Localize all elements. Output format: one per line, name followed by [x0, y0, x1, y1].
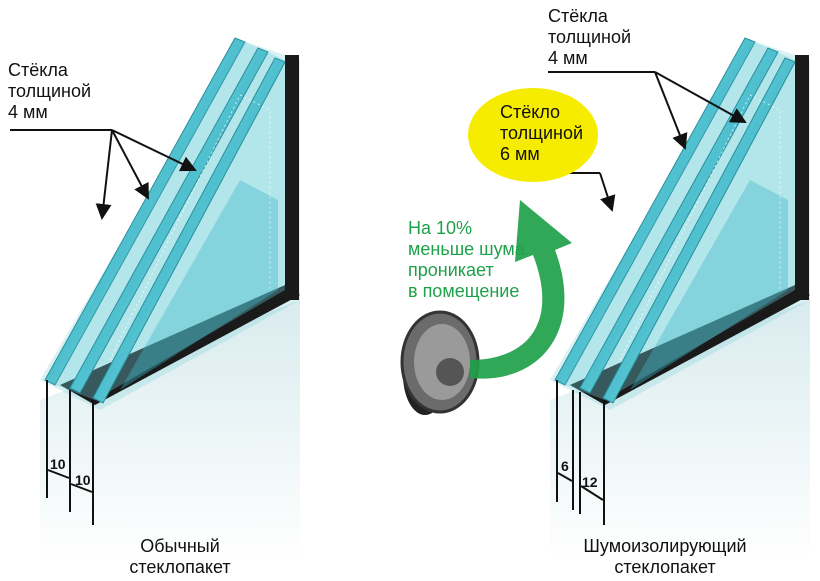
right-glass-label: Стёкла толщиной 4 мм	[548, 6, 631, 69]
left-glass-label: Стёкла толщиной 4 мм	[8, 60, 91, 123]
note-line: в помещение	[408, 281, 520, 301]
note-line: проникает	[408, 260, 494, 280]
label-line: толщиной	[8, 81, 92, 101]
left-caption: Обычный стеклопакет	[100, 536, 260, 578]
noise-arrow-icon	[470, 200, 572, 379]
label-line: Стёкло	[500, 102, 561, 122]
left-dimension-lines	[46, 380, 94, 525]
label-line: 6 мм	[500, 144, 540, 164]
note-line: На 10%	[408, 218, 473, 238]
label-line: Стёкла	[8, 60, 68, 80]
caption-line: стеклопакет	[129, 557, 231, 577]
right-dimension-1: 6	[561, 458, 569, 474]
note-line: меньше шума	[408, 239, 525, 259]
left-dimension-2: 10	[75, 472, 91, 488]
right-caption: Шумоизолирующий стеклопакет	[560, 536, 770, 578]
label-line: Стёкла	[548, 6, 608, 26]
left-leader-lines	[10, 129, 197, 220]
speaker-icon	[400, 310, 480, 415]
label-line: толщиной	[548, 27, 632, 47]
left-dimension-1: 10	[50, 456, 66, 472]
label-line: толщиной	[500, 123, 584, 143]
caption-line: Шумоизолирующий	[583, 536, 747, 556]
thick-glass-label: Стёкло толщиной 6 мм	[500, 102, 583, 165]
noise-reduction-note: На 10% меньше шума проникает в помещение	[408, 218, 525, 302]
thick-glass-callout-bubble	[468, 88, 598, 182]
label-line: 4 мм	[8, 102, 48, 122]
caption-line: стеклопакет	[614, 557, 716, 577]
caption-line: Обычный	[140, 536, 220, 556]
label-line: 4 мм	[548, 48, 588, 68]
right-dimension-lines	[556, 380, 605, 525]
right-dimension-2: 12	[582, 474, 598, 490]
